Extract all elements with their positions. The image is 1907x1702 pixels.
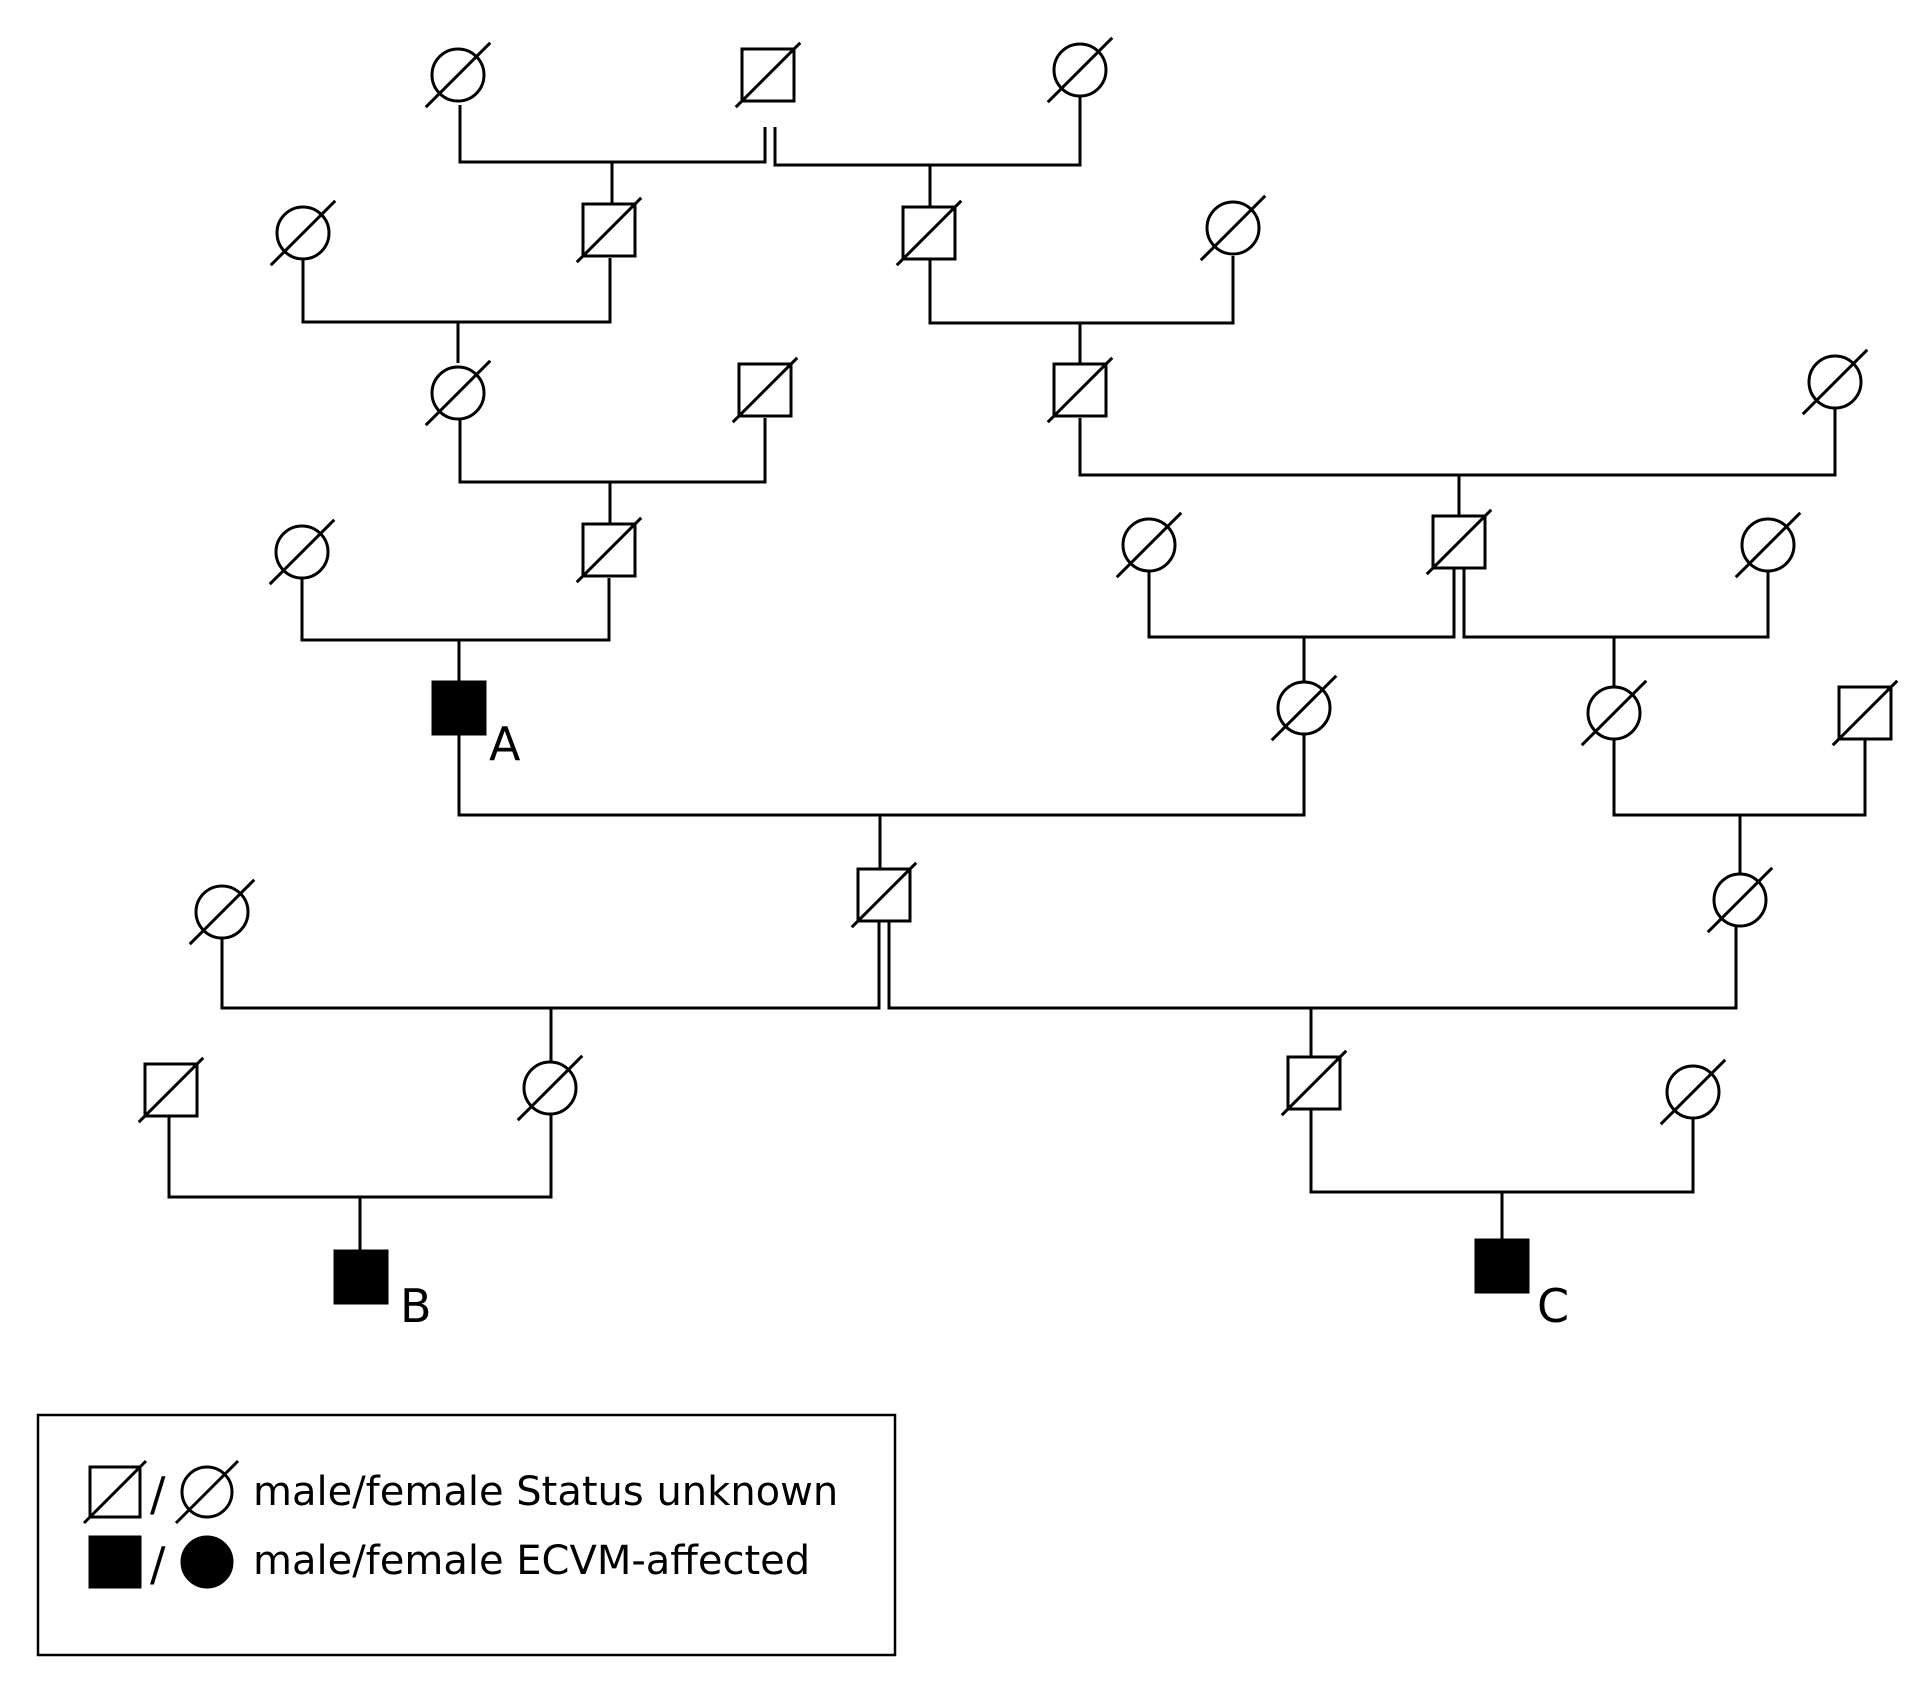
status-unknown-slash [575, 516, 643, 584]
status-unknown-slash [850, 861, 918, 929]
status-unknown-slash [1801, 348, 1869, 416]
unknown-female-individual [268, 518, 336, 586]
unknown-female-individual [269, 199, 337, 267]
unknown-female-individual [424, 359, 492, 427]
legend-border [36, 1413, 897, 1657]
square-symbol [1474, 1238, 1530, 1294]
square-symbol [88, 1535, 142, 1589]
legend-separator-affected: / [150, 1537, 166, 1591]
unknown-male-individual [1046, 356, 1114, 424]
connector-line [458, 418, 767, 484]
connector-line [458, 105, 767, 164]
legend-affected-text: male/female ECVM-affected [253, 1538, 810, 1584]
legend-affected-male-icon [88, 1535, 142, 1589]
unknown-female-individual [1580, 679, 1648, 747]
status-unknown-slash [174, 1459, 240, 1525]
connector-line [457, 734, 1306, 817]
status-unknown-slash [1199, 194, 1267, 262]
unknown-female-individual [1734, 511, 1802, 579]
pedigree-labels: A B C [400, 717, 1569, 1333]
unknown-male-individual [895, 199, 963, 267]
connector-line [167, 1114, 553, 1199]
unknown-female-individual [1046, 36, 1114, 104]
unknown-male-individual [734, 41, 802, 109]
status-unknown-slash [424, 359, 492, 427]
connector-line [220, 921, 881, 1010]
status-unknown-slash [1270, 674, 1338, 742]
connector-line [773, 97, 1082, 167]
square-symbol [333, 1249, 389, 1305]
connector-line [301, 258, 612, 324]
unknown-female-individual [516, 1054, 584, 1122]
circle-symbol [180, 1535, 234, 1589]
status-unknown-slash [424, 41, 492, 109]
status-unknown-slash [516, 1054, 584, 1122]
connector-line [1462, 569, 1770, 639]
legend-unknown-text: male/female Status unknown [253, 1469, 838, 1515]
affected-male-individual [431, 680, 487, 736]
unknown-male-individual [1831, 679, 1899, 747]
unknown-male-individual [137, 1056, 205, 1124]
status-unknown-slash [1706, 866, 1774, 934]
status-unknown-slash [1280, 1049, 1348, 1117]
status-unknown-slash [137, 1056, 205, 1124]
pedigree-connection-lines [167, 97, 1867, 1251]
connector-line [1309, 1109, 1695, 1194]
legend-separator-unknown: / [150, 1467, 166, 1521]
unknown-female-individual [188, 878, 256, 946]
unknown-male-individual [575, 516, 643, 584]
affected-male-individual [333, 1249, 389, 1305]
status-unknown-slash [734, 41, 802, 109]
affected-male-individual [1474, 1238, 1530, 1294]
status-unknown-slash [1831, 679, 1899, 747]
legend-box: / male/female Status unknown / male/fema… [36, 1413, 897, 1657]
status-unknown-slash [1046, 36, 1114, 104]
connector-line [1147, 569, 1456, 639]
unknown-female-individual [1706, 866, 1774, 934]
status-unknown-slash [575, 196, 643, 264]
unknown-female-individual [1270, 674, 1338, 742]
status-unknown-slash [1659, 1058, 1727, 1126]
connector-line [887, 921, 1738, 1010]
unknown-female-individual [1115, 511, 1183, 579]
unknown-female-individual [1659, 1058, 1727, 1126]
unknown-male-individual [850, 861, 918, 929]
individual-label-b: B [400, 1279, 432, 1333]
status-unknown-slash [895, 199, 963, 267]
legend-affected-female-icon [180, 1535, 234, 1589]
individual-label-a: A [489, 717, 521, 771]
status-unknown-slash [1580, 679, 1648, 747]
legend-symbols [82, 1459, 240, 1589]
status-unknown-slash [268, 518, 336, 586]
status-unknown-slash [269, 199, 337, 267]
connector-line [1078, 409, 1837, 477]
pedigree-individuals [137, 36, 1899, 1305]
legend-unknown-female-icon [174, 1459, 240, 1525]
status-unknown-slash [1425, 508, 1493, 576]
unknown-male-individual [575, 196, 643, 264]
connector-line [300, 578, 611, 642]
unknown-female-individual [1801, 348, 1869, 416]
unknown-male-individual [1280, 1049, 1348, 1117]
status-unknown-slash [1734, 511, 1802, 579]
connector-line [928, 256, 1235, 325]
unknown-female-individual [424, 41, 492, 109]
unknown-female-individual [1199, 194, 1267, 262]
status-unknown-slash [188, 878, 256, 946]
unknown-male-individual [1425, 508, 1493, 576]
status-unknown-slash [1115, 511, 1183, 579]
individual-label-c: C [1537, 1279, 1569, 1333]
connector-line [1612, 740, 1867, 817]
legend-unknown-male-icon [82, 1459, 148, 1525]
square-symbol [431, 680, 487, 736]
status-unknown-slash [1046, 356, 1114, 424]
unknown-male-individual [731, 356, 799, 424]
status-unknown-slash [82, 1459, 148, 1525]
status-unknown-slash [731, 356, 799, 424]
